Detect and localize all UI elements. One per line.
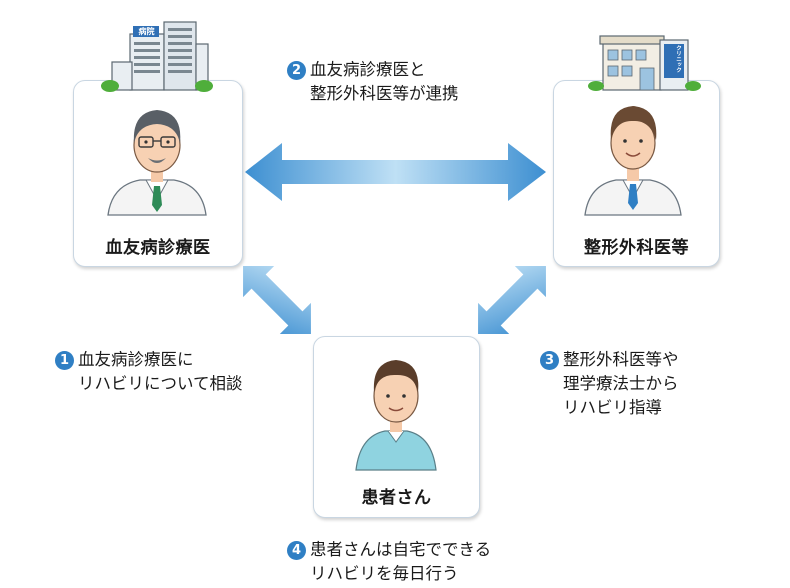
step-4-line-1: 患者さんは自宅でできる bbox=[310, 540, 492, 559]
guidance-arrow bbox=[478, 266, 546, 334]
step-1-badge: 1 bbox=[55, 351, 74, 370]
hematology-label: 血友病診療医 bbox=[105, 238, 211, 258]
step-2-badge: 2 bbox=[287, 61, 306, 80]
patient-label: 患者さん bbox=[361, 488, 432, 508]
step-3-line-2: 理学療法士から bbox=[563, 374, 679, 393]
hospital-sign: 病院 bbox=[138, 27, 155, 36]
step-3-line-1: 整形外科医等や bbox=[563, 350, 679, 369]
collaboration-arrow bbox=[245, 143, 546, 201]
step-4-badge: 4 bbox=[287, 541, 306, 560]
step-1-line-1: 血友病診療医に bbox=[78, 350, 194, 369]
step-3-line-3: リハビリ指導 bbox=[563, 398, 662, 417]
step-1-line-2: リハビリについて相談 bbox=[78, 374, 243, 393]
step-2-line-1: 血友病診療医と bbox=[310, 60, 426, 79]
orthopedics-label: 整形外科医等 bbox=[584, 238, 689, 258]
consult-arrow bbox=[243, 266, 311, 334]
step-3-badge: 3 bbox=[540, 351, 559, 370]
step-4-line-2: リハビリを毎日行う bbox=[310, 564, 459, 583]
step-2-line-2: 整形外科医等が連携 bbox=[310, 84, 459, 103]
clinic-sign: クリニック bbox=[675, 45, 681, 73]
